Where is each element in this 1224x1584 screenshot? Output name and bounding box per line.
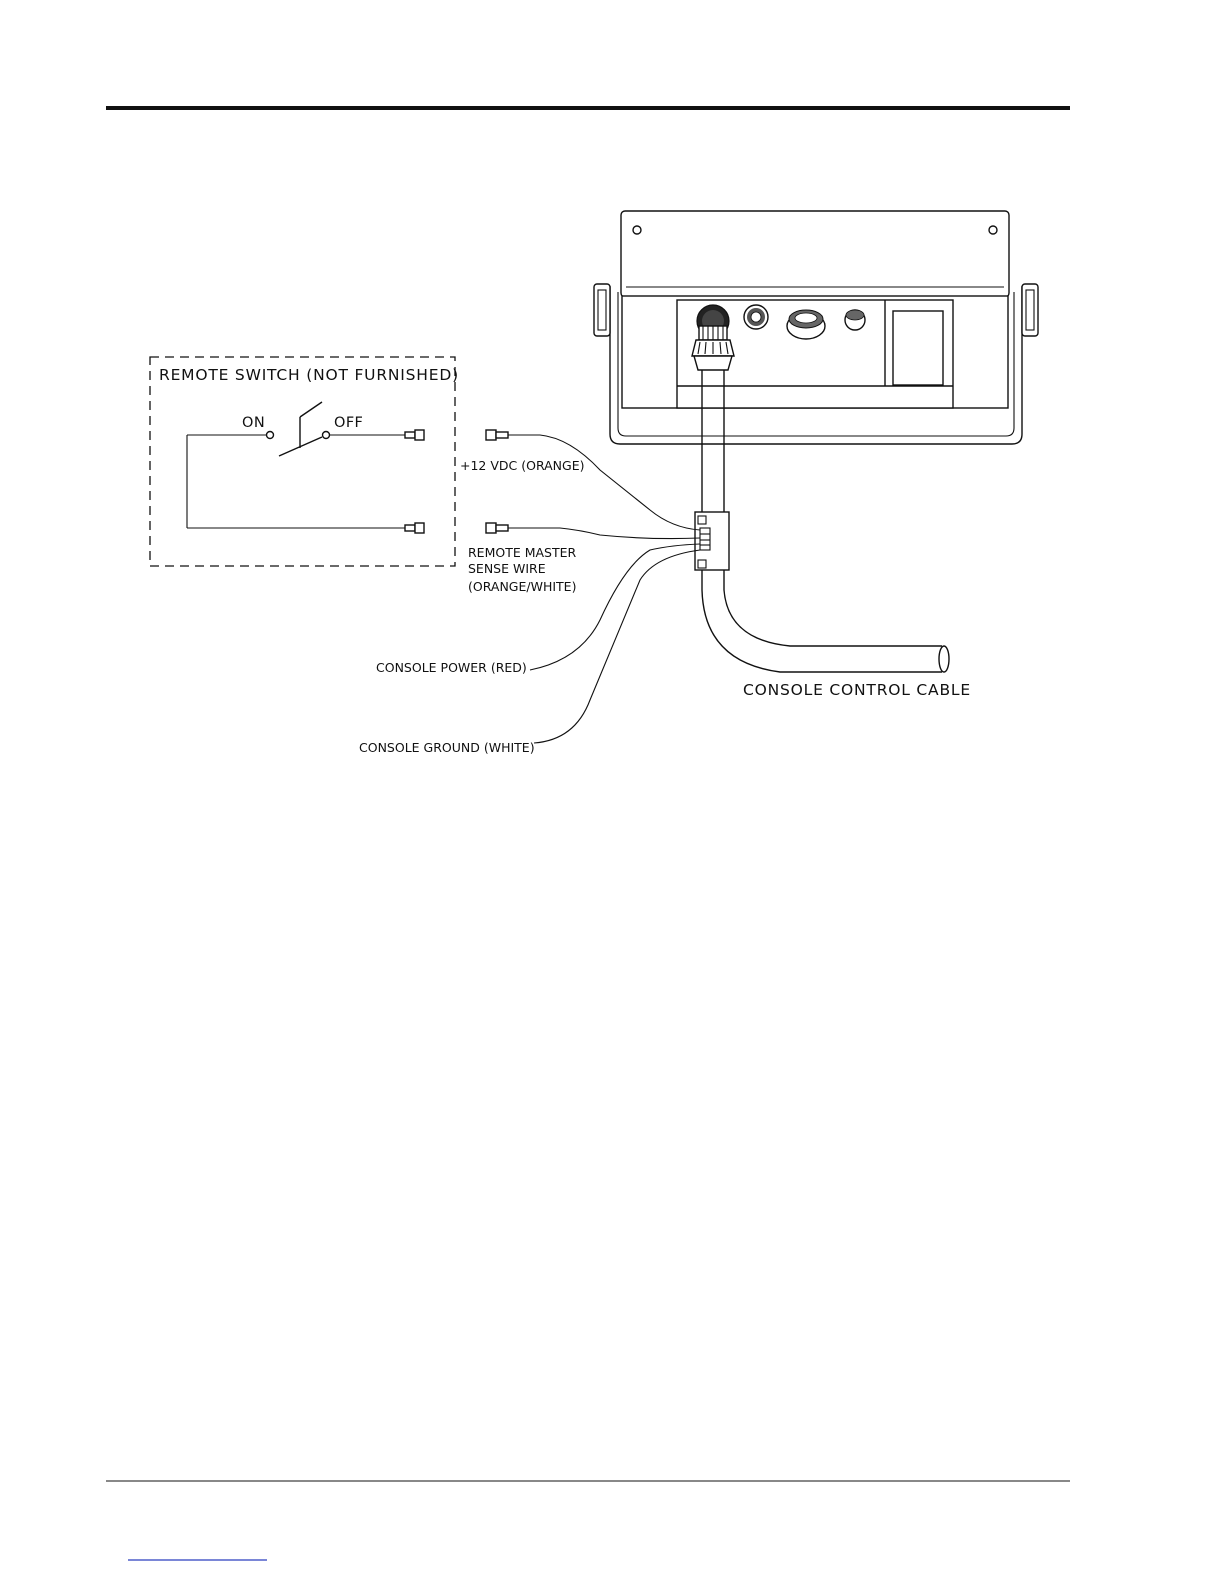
connector-2 — [744, 305, 768, 329]
label-switch-on: ON — [242, 415, 265, 431]
label-console-power: CONSOLE POWER (RED) — [376, 660, 527, 675]
remote-switch-box — [150, 357, 455, 566]
terminal-12vdc — [486, 430, 496, 440]
label-switch-off: OFF — [334, 415, 363, 431]
wire-console-power — [530, 544, 700, 670]
label-remote-master-1: REMOTE MASTER — [468, 545, 577, 560]
connector-4 — [845, 310, 865, 330]
connector-3 — [787, 310, 825, 339]
wire-12vdc — [508, 435, 700, 530]
label-remote-master-3: (ORANGE/WHITE) — [468, 579, 576, 594]
label-12vdc: +12 VDC (ORANGE) — [460, 458, 585, 473]
header-rule — [106, 106, 1070, 110]
switch-terminal-top — [415, 430, 424, 440]
terminal-remote-master — [486, 523, 496, 533]
console-unit — [594, 211, 1038, 444]
left-bracket-knob — [594, 284, 610, 336]
wire-remote-master — [508, 528, 700, 539]
label-remote-switch: REMOTE SWITCH (NOT FURNISHED) — [159, 366, 459, 384]
label-console-ground: CONSOLE GROUND (WHITE) — [359, 740, 535, 755]
switch-terminal-bottom — [415, 523, 424, 533]
switch-contact-on — [267, 432, 274, 439]
right-bracket-knob — [1022, 284, 1038, 336]
control-cable — [695, 370, 949, 672]
remote-switch-border — [150, 357, 455, 566]
console-housing-top — [621, 211, 1009, 297]
label-console-cable: CONSOLE CONTROL CABLE — [743, 681, 971, 699]
cable-end — [939, 646, 949, 672]
label-remote-master-2: SENSE WIRE — [468, 561, 546, 576]
switch-contact-off — [323, 432, 330, 439]
